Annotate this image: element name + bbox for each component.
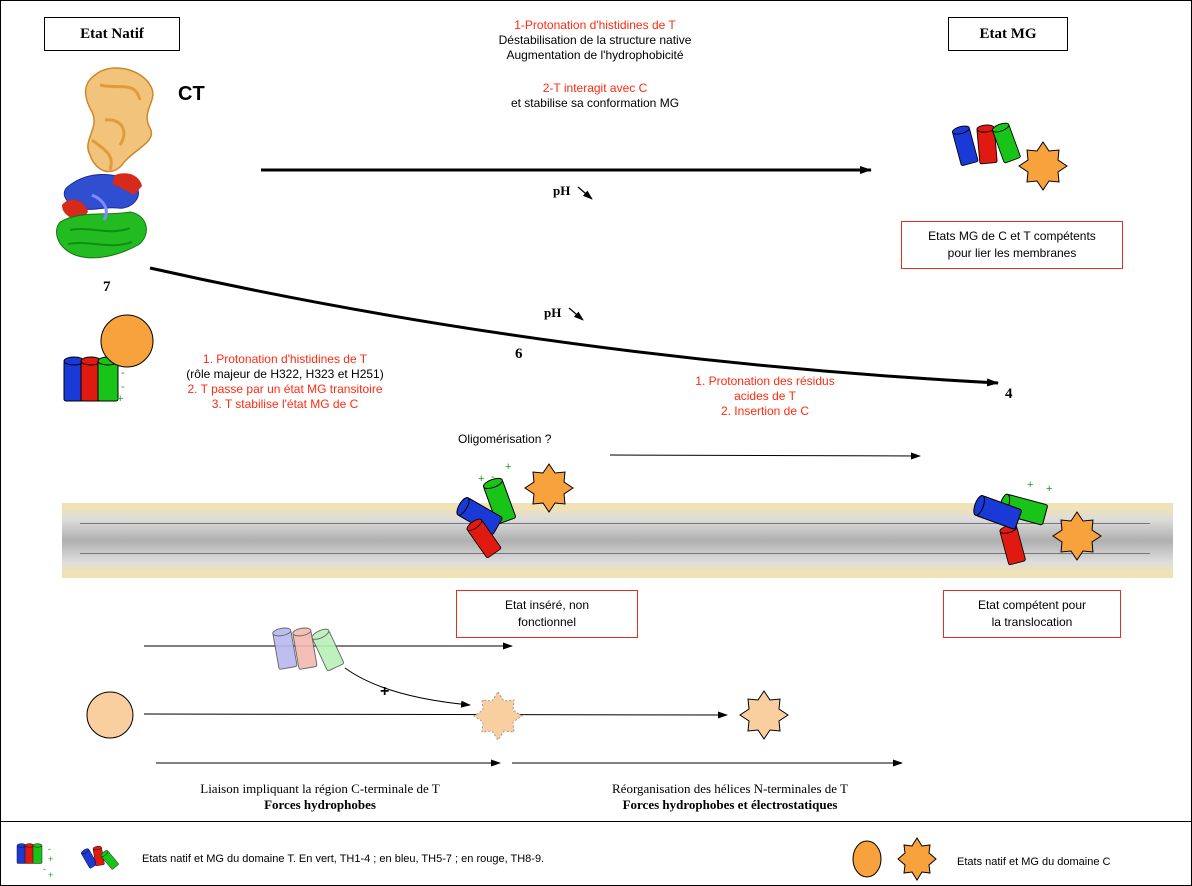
translocation-state-star — [1052, 511, 1102, 561]
number-6: 6 — [515, 346, 523, 362]
number-7: 7 — [103, 279, 111, 295]
mid-right-line2: acides de T — [734, 389, 796, 403]
box-mg-competent: Etats MG de C et T compétents pour lier … — [901, 221, 1123, 269]
mid-left-step2: 2. T passe par un état MG transitoire — [187, 382, 383, 396]
box-translocation-line1: Etat compétent pour — [977, 598, 1087, 612]
arrow-native-to-membrane — [149, 266, 999, 387]
svg-text:+: + — [117, 393, 123, 405]
bottom-right-caption: Réorganisation des hélices N-terminales … — [530, 781, 930, 813]
inserted-state-cylinders: + - + — [454, 461, 517, 559]
legend-t-domain-text: Etats natif et MG du domaine T. En vert,… — [142, 853, 545, 865]
title-native-state: Etat Natif — [44, 17, 180, 51]
legend-t-native-icon: - + - + — [16, 843, 53, 880]
top-line3: Augmentation de l'hydrophobicité — [506, 48, 684, 62]
bottom-left-caption: Liaison impliquant la région C-terminale… — [150, 781, 490, 813]
svg-text:+: + — [48, 870, 53, 880]
mid-right-step1: 1. Protonation des résidus — [695, 374, 835, 388]
svg-text:-: - — [491, 471, 495, 483]
legend-separator — [0, 821, 1192, 822]
inserted-state-star — [524, 463, 574, 513]
bottom-right-line1: Réorganisation des hélices N-terminales … — [612, 781, 848, 796]
bottom-left-line2: Forces hydrophobes — [264, 797, 376, 812]
c-domain-transitory-star — [473, 691, 523, 741]
mid-left-step3: 3. T stabilise l'état MG de C — [211, 397, 359, 411]
top-description: 1-Protonation d'histidines de T Déstabil… — [380, 18, 810, 111]
top-line5: et stabilise sa conformation MG — [510, 96, 680, 110]
title-mg-state: Etat MG — [948, 17, 1068, 51]
legend-t-mg-icon — [80, 845, 120, 870]
arrow-oligomerisation — [609, 452, 921, 460]
svg-text:+: + — [505, 461, 511, 473]
c-domain-mg-star — [739, 690, 789, 740]
box-mg-competent-line1: Etats MG de C et T compétents — [928, 229, 1096, 243]
oligomerisation-label: Oligomérisation ? — [458, 432, 552, 446]
pale-t-domain-cylinders — [271, 626, 345, 672]
box-mg-competent-line2: pour lier les membranes — [947, 246, 1077, 260]
mg-state-star — [1018, 141, 1068, 191]
box-translocation-line2: la translocation — [991, 615, 1073, 629]
svg-text:+: + — [1027, 479, 1033, 491]
mid-left-description: 1. Protonation d'histidines de T (rôle m… — [150, 352, 420, 412]
protein-structure-ct — [56, 67, 154, 259]
ph-decrease-arrow-mid — [568, 307, 584, 321]
structure-label-ct: CT — [178, 83, 205, 105]
legend-c-mg-icon — [897, 837, 937, 881]
c-domain-native-circle — [86, 691, 134, 739]
box-translocation-state: Etat compétent pour la translocation — [943, 590, 1121, 638]
svg-text:+: + — [1046, 483, 1052, 495]
box-inserted-state: Etat inséré, non fonctionnel — [456, 590, 638, 638]
membrane-line-lower — [80, 553, 1150, 554]
box-inserted-line1: Etat inséré, non — [504, 598, 590, 612]
svg-text:-: - — [121, 367, 125, 379]
native-c-domain-circle — [100, 314, 154, 368]
svg-text:+: + — [48, 854, 53, 864]
mid-right-step2: 2. Insertion de C — [720, 404, 810, 418]
svg-text:-: - — [121, 381, 125, 393]
membrane-line-upper — [80, 523, 1150, 524]
svg-text:-: - — [43, 864, 46, 874]
mid-left-line2: (rôle majeur de H322, H323 et H251) — [186, 367, 384, 381]
mid-left-step1: 1. Protonation d'histidines de T — [202, 352, 368, 366]
box-inserted-line2: fonctionnel — [517, 615, 577, 629]
translocation-state-cylinders: + + — [971, 479, 1052, 566]
top-line2: Déstabilisation de la structure native — [498, 33, 692, 47]
arrow-t-to-c — [344, 667, 471, 708]
svg-text:-: - — [48, 844, 51, 854]
ph-label-mid: pH — [544, 305, 562, 320]
plus-sign: + — [380, 683, 390, 700]
legend-c-domain-text: Etats natif et MG du domaine C — [957, 856, 1111, 868]
mid-right-description: 1. Protonation des résidus acides de T 2… — [650, 374, 880, 419]
ph-label-top: pH — [553, 183, 571, 198]
arrow-c-to-mg — [143, 711, 728, 719]
ph-decrease-arrow-top — [577, 186, 593, 200]
native-t-domain-icon: - - + — [63, 356, 125, 405]
bottom-left-line1: Liaison impliquant la région C-terminale… — [200, 781, 440, 796]
top-step1: 1-Protonation d'histidines de T — [514, 18, 676, 32]
mg-state-cylinders — [951, 120, 1022, 167]
svg-text:+: + — [478, 473, 484, 485]
number-4: 4 — [1005, 386, 1013, 402]
bottom-right-line2: Forces hydrophobes et électrostatiques — [622, 797, 838, 812]
top-step2: 2-T interagit avec C — [542, 81, 648, 95]
legend-c-native-icon — [852, 840, 882, 878]
